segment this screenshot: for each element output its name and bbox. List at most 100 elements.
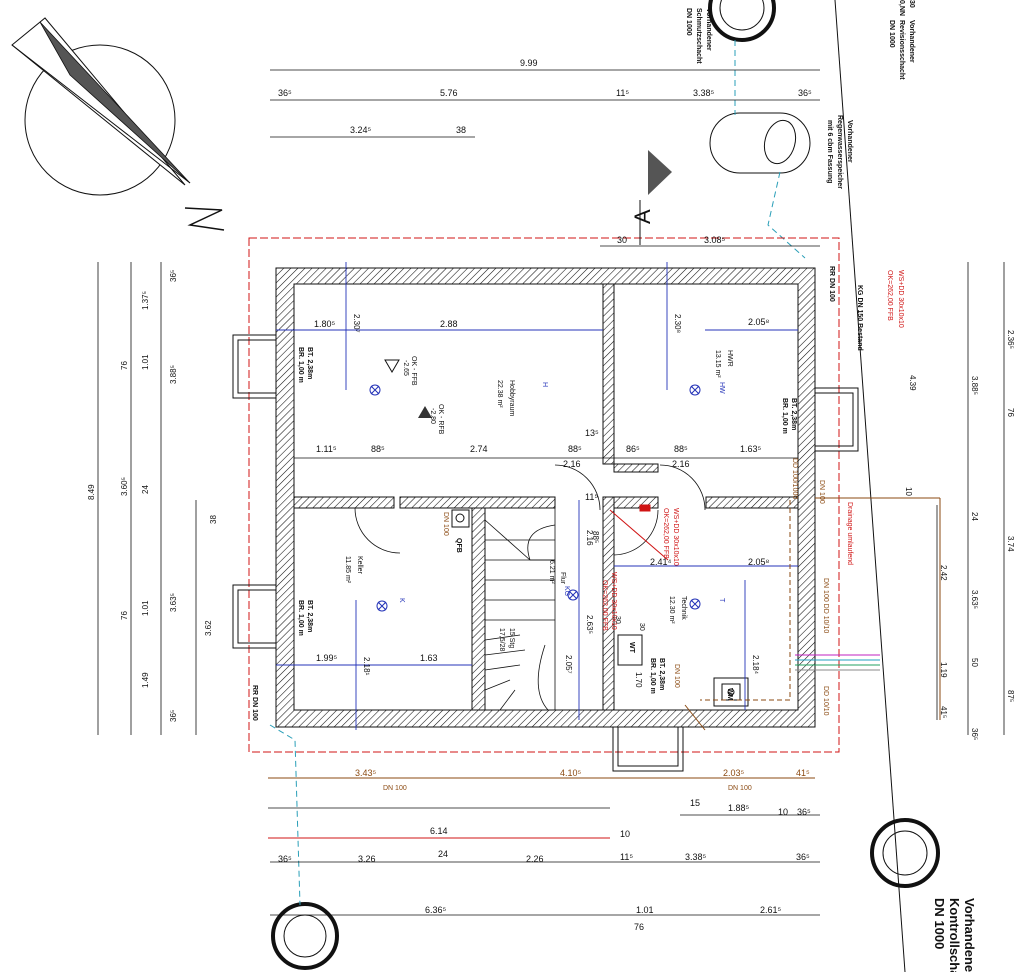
- window-2-br: BR. 1,00 m: [297, 600, 304, 636]
- dim-int-h-7: 88⁵: [568, 444, 582, 454]
- dim-int-h-8: 13⁵: [585, 428, 599, 438]
- dim-bottom-red-2: 10: [620, 829, 630, 839]
- dim-int-h-2: 2.88: [440, 319, 458, 329]
- dim-left-c5-1: 38: [209, 515, 218, 524]
- section-label: A: [630, 209, 655, 224]
- room-technik-area: 12.30 m²: [668, 596, 675, 624]
- dim-right-c3-3: 41⁵: [939, 706, 948, 718]
- dim-right-c4-1: 4.39: [908, 375, 917, 391]
- light-label-kg: KG: [563, 586, 570, 596]
- dim-int-h-3: 2.05⁸: [748, 317, 770, 327]
- wd-mid: WS+DD 30x10x10: [672, 508, 679, 566]
- dim-bottom-r2-1: 15: [690, 798, 700, 808]
- ext-right-1: 30: [908, 0, 915, 8]
- wt-fixture: [617, 634, 643, 666]
- level-ffb-icon: [384, 359, 400, 373]
- dim-int-h-12: 2.16: [563, 459, 581, 469]
- hwr-note-30: 30: [638, 623, 645, 631]
- dim-int-h-4: 1.11⁵: [316, 444, 337, 454]
- room-hwr-name: HWR: [726, 350, 733, 367]
- dim-int-h-9: 86⁵: [626, 444, 640, 454]
- wd-upper-ok: OK=262,00 FFB: [886, 270, 893, 321]
- dim-bottom-r4-1: 36⁵: [278, 854, 292, 864]
- dim-int-v-7: 2.18¹: [362, 657, 371, 676]
- dim-int-h-17: 1.99⁵: [316, 653, 338, 663]
- excavation-outline: [248, 237, 840, 753]
- dim-bottom-brown-4: 41⁵: [796, 768, 810, 778]
- dim-bottom-r5-1: 6.36⁵: [425, 905, 447, 915]
- dim-overall-top: 9.99: [520, 58, 538, 68]
- qfb-label: QFB: [455, 538, 462, 553]
- dn100-label-2: DN 100: [818, 480, 825, 504]
- dim-int-h-10: 88⁵: [674, 444, 688, 454]
- stair-label: 15 Stg: [508, 628, 515, 648]
- dim-bottom-red-1: 6.14: [430, 826, 448, 836]
- window-3-h: BT. 2,38m: [790, 398, 797, 430]
- dim-bottom-brown-2: 4.10⁵: [560, 768, 582, 778]
- dim-bottom-r4-6: 3.38⁵: [685, 852, 707, 862]
- manhole-top-icon: [708, 0, 776, 42]
- brown-pipes: [268, 497, 941, 779]
- dim-int-h-16: 2.05⁸: [748, 557, 770, 567]
- dim-right-c3-2: 1.19: [939, 662, 948, 678]
- dim-bottom-r4-7: 36⁵: [796, 852, 810, 862]
- dim-bottom-r2-3: 10: [778, 807, 788, 817]
- dim-right-c1-2: 3.88⁵: [970, 376, 979, 395]
- room-hwr-area: 13.15 m²: [714, 350, 721, 378]
- light-wells: [232, 334, 859, 772]
- dim-top-r4-2: 3.08⁵: [704, 235, 726, 245]
- dim-right-c2-1: 3.74: [1006, 536, 1015, 552]
- room-hobbyraum-name: Hobbyraum: [508, 380, 515, 416]
- light-label-hw: HW: [718, 382, 725, 394]
- dim-left-c5-2: 3.62: [204, 620, 213, 636]
- door-swings: [354, 464, 706, 556]
- dim-bottom-r2-4: 36⁵: [797, 807, 811, 817]
- level-rfb-label: OK - RFB: [437, 404, 444, 435]
- window-1-br: BR. 1,00 m: [297, 347, 304, 383]
- room-flur-area: 6.21 m²: [548, 560, 555, 584]
- window-3-br: BR. 1,00 m: [781, 398, 788, 434]
- ext-right-4: DN 1000: [888, 20, 895, 48]
- dim-int-v-9: 1.70: [634, 672, 643, 688]
- rr-dn-top: RR DN 100: [828, 266, 835, 302]
- dim-bottom-r4-3: 24: [438, 849, 448, 859]
- dn100-label: DN 100: [442, 512, 449, 536]
- dim-left-c3-3: 24: [141, 485, 150, 494]
- light-label-h: H: [541, 382, 548, 387]
- wm-label: WM: [726, 688, 733, 701]
- dim-top-r2-3: 11⁵: [616, 88, 629, 98]
- dim-top-r2-4: 3.38⁵: [693, 88, 715, 98]
- dim-top-r4-1: 30: [617, 235, 627, 245]
- dd-100-1000: DD 100/1000: [791, 458, 798, 499]
- dim-top-r2-1: 36⁵: [278, 88, 292, 98]
- dim-left-c2-3: 76: [120, 611, 129, 620]
- room-keller-name: Keller: [356, 556, 363, 575]
- ext-bottom-2: Kontrollschacht: [947, 898, 962, 972]
- wd-lower: WS+DD 30x10x10: [610, 572, 617, 630]
- dim-left-c2-1: 76: [120, 361, 129, 370]
- north-arrow-icon: [11, 17, 225, 231]
- sewer-lines: [269, 40, 806, 906]
- dim-int-v-5: 2.63⁵: [585, 615, 594, 634]
- ext-top-2: Schmutzschacht: [695, 8, 702, 64]
- section-marker-a: A: [630, 150, 672, 245]
- ext-tank-2: Regenwasserspeicher: [836, 115, 843, 189]
- wt-label: WT: [628, 642, 635, 654]
- ext-tank-1: Vorhandener: [846, 120, 853, 163]
- dim-top-r3-1: 3.24⁵: [350, 125, 372, 135]
- dim-bottom-r4-5: 11⁵: [620, 852, 633, 862]
- stair-ratio: 17,5/28: [498, 628, 505, 651]
- ext-right-3: Revisionsschacht: [898, 20, 905, 80]
- drainage-label: Drainage umlaufend: [846, 502, 853, 565]
- room-keller-area: 11.85 m²: [344, 556, 351, 584]
- dim-left-c3-4: 1.01: [141, 600, 150, 616]
- dim-int-v-8: 2.18⁴: [751, 655, 760, 675]
- wd-mid-ok: OK=262,00 FFB: [662, 508, 669, 559]
- walls: [275, 267, 816, 728]
- dim-bottom-r5-4: 76: [634, 922, 644, 932]
- rain-tank-icon: [709, 112, 811, 174]
- dim-top-r3-2: 38: [456, 125, 466, 135]
- room-flur-name: Flur: [559, 572, 566, 585]
- manhole-right-icon: [870, 818, 940, 888]
